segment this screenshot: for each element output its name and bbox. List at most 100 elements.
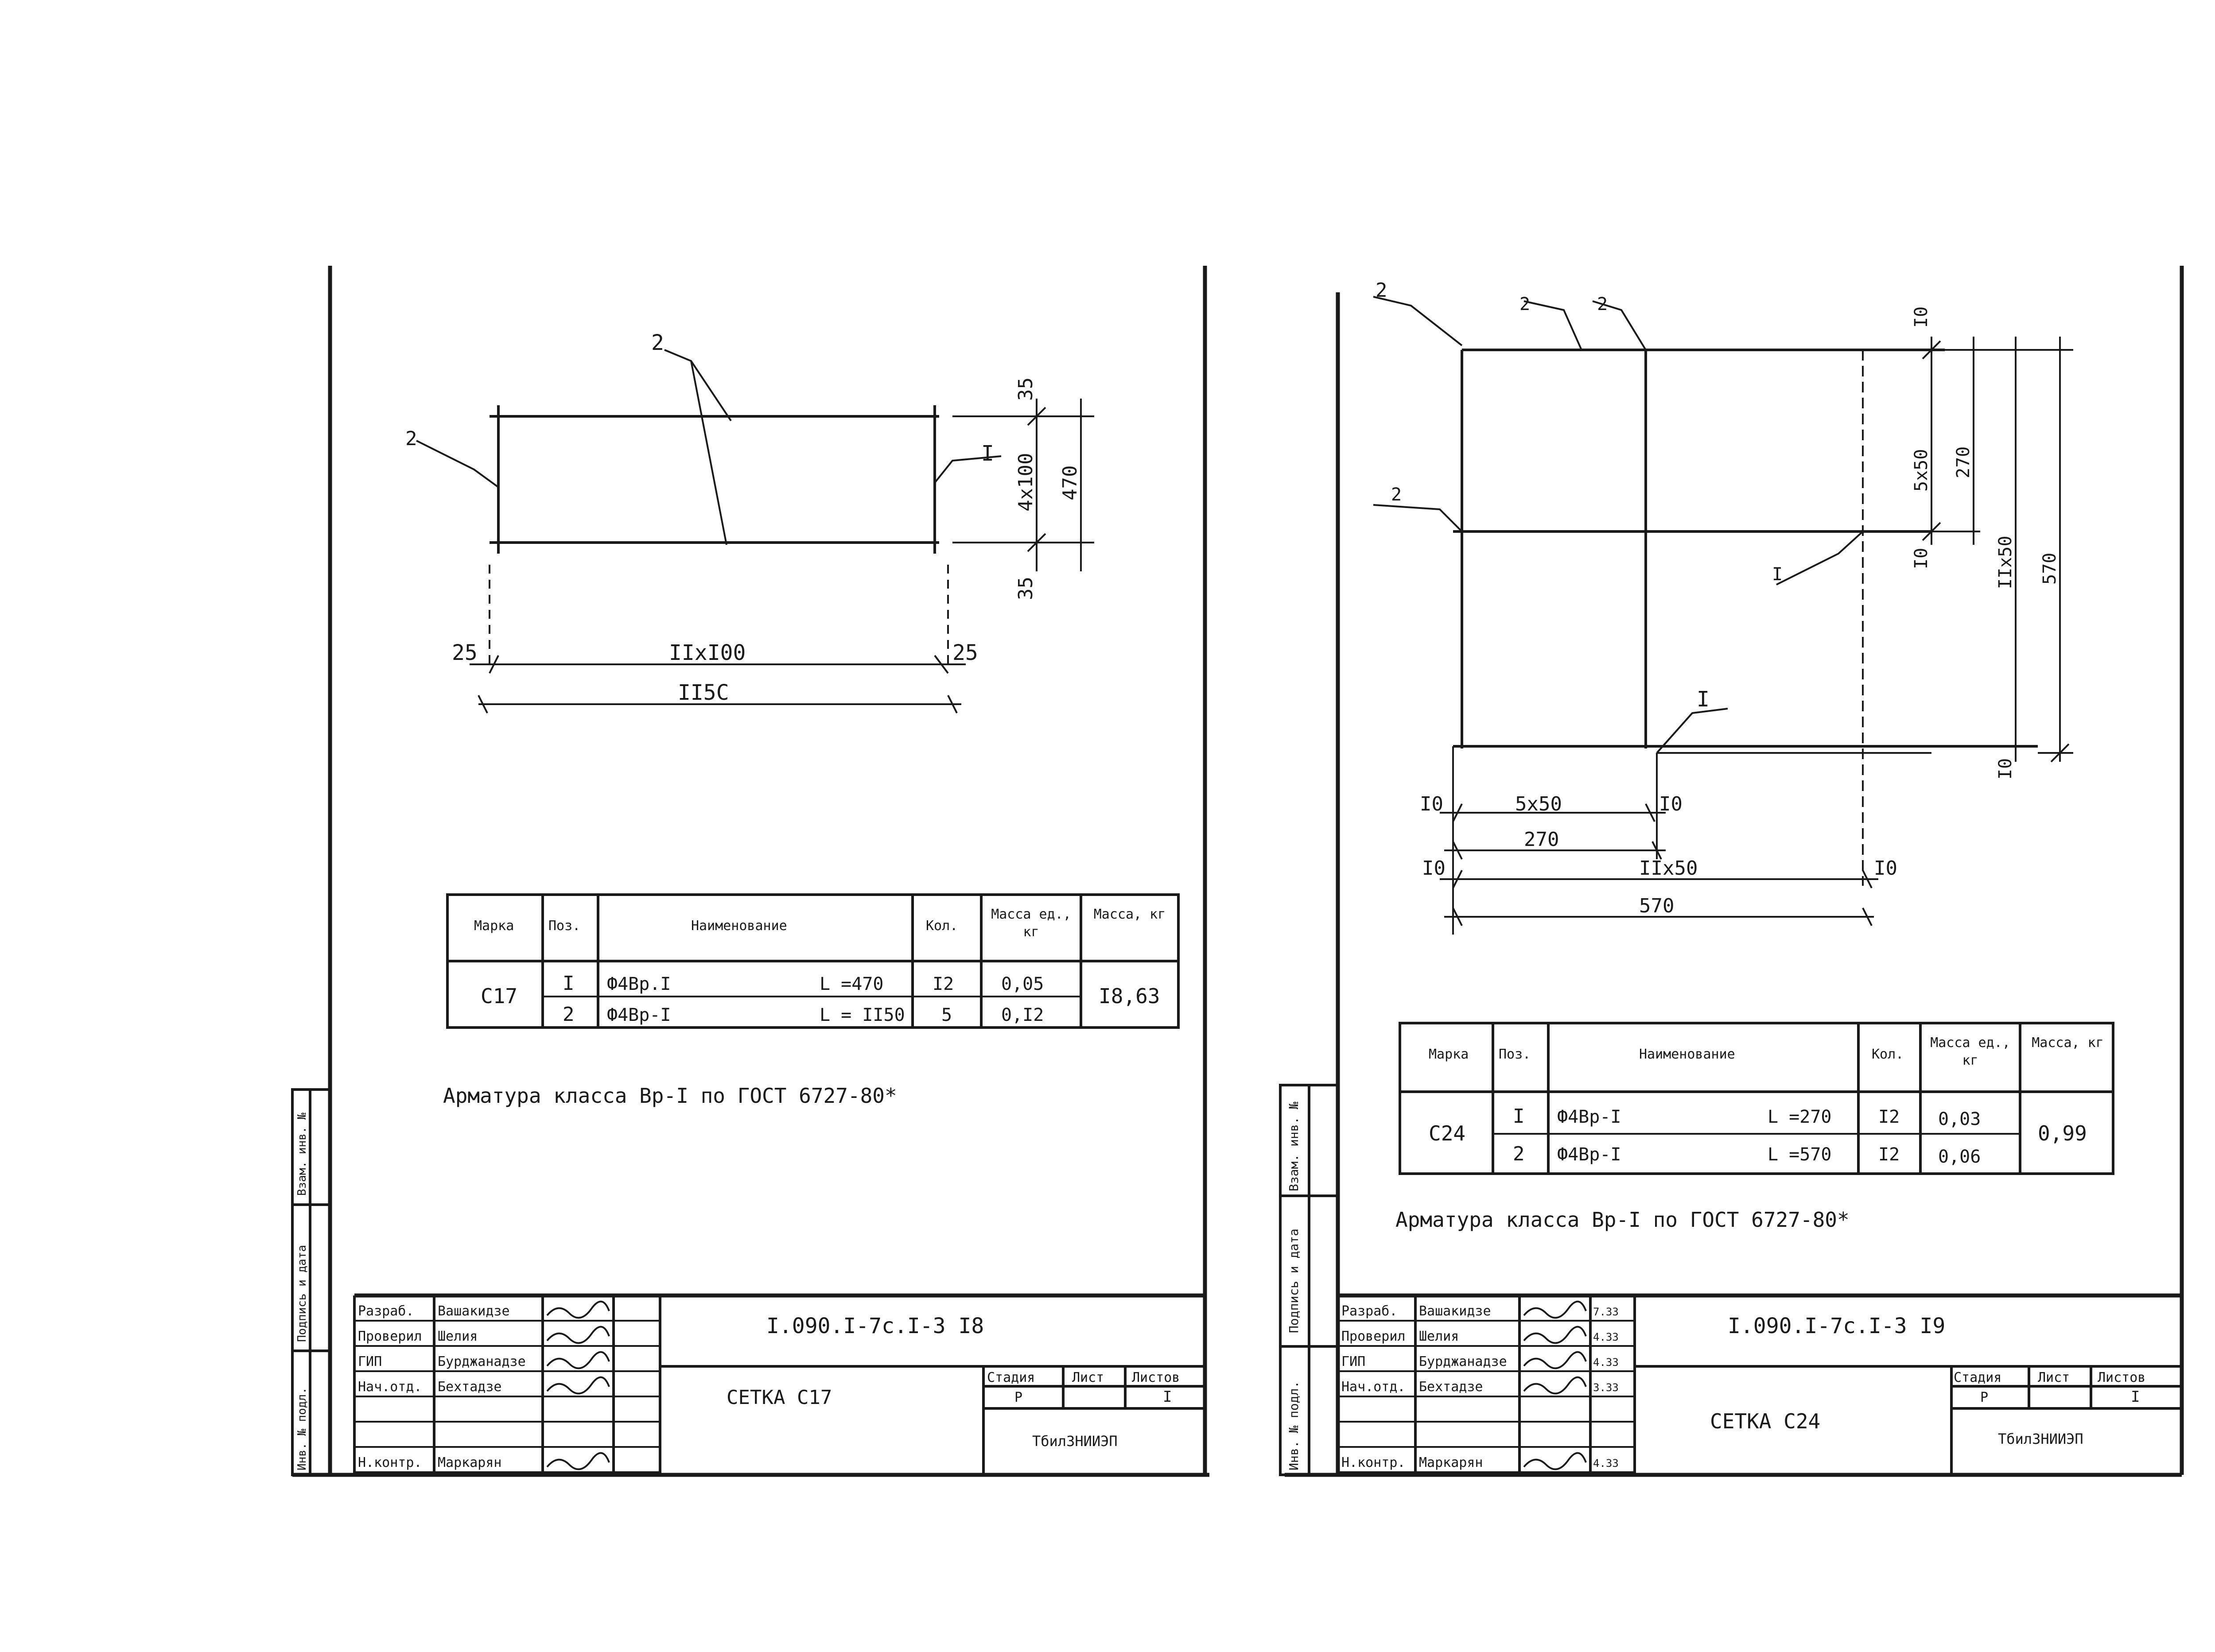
stamp-sheets-header: Листов xyxy=(1132,1370,1180,1385)
row1-len: L =470 xyxy=(820,974,884,994)
dim-c-right-10: I0 xyxy=(1874,857,1897,880)
row2-mass: 0,06 xyxy=(1938,1147,1981,1167)
dim-bottom-35: 35 xyxy=(1014,577,1037,600)
th-qty: Кол. xyxy=(926,918,958,934)
label-pos-b: 2 xyxy=(1519,294,1530,314)
dim-470: 470 xyxy=(1059,465,1081,500)
stamp-name: Бурджанадзе xyxy=(1419,1354,1507,1369)
signature-scribble xyxy=(1523,1300,1587,1319)
stamp-role: Нач.отд. xyxy=(358,1379,422,1395)
dim-bot-10: I0 xyxy=(1995,758,2016,779)
signature-scribble xyxy=(546,1351,610,1369)
stamp-role: Н.контр. xyxy=(1341,1455,1406,1470)
stamp-name: Шелия xyxy=(438,1329,478,1344)
row1-qty: I2 xyxy=(933,974,954,994)
row2-pos: 2 xyxy=(1513,1143,1525,1165)
th-unit-mass: Масса ед., кг xyxy=(1930,1035,2010,1068)
stamp-name: Бурджанадзе xyxy=(438,1354,526,1369)
cell-total-mass: I8,63 xyxy=(1099,984,1160,1008)
label-pos-e: I xyxy=(1772,564,1783,585)
label-pos-d: 2 xyxy=(1391,485,1402,505)
stamp-org: ТбилЗНИИЭП xyxy=(1032,1433,1118,1450)
stamp-role: Нач.отд. xyxy=(1341,1379,1406,1395)
th-name: Наименование xyxy=(1639,1047,1735,1062)
signature-scribble xyxy=(1523,1326,1587,1344)
stamp-date: 3.33 xyxy=(1593,1381,1619,1394)
row2-len: L = II50 xyxy=(820,1005,905,1025)
side-strip: Взам. инв. № Подпись и дата Инв. № подл. xyxy=(1279,1084,1339,1476)
dim-1150: II5C xyxy=(678,680,729,705)
signature-scribble xyxy=(546,1376,610,1395)
dim-b-right-10: I0 xyxy=(1659,793,1683,815)
dim-11x100: IIxI00 xyxy=(669,640,746,665)
dim-top-35: 35 xyxy=(1014,377,1037,401)
signature-scribble xyxy=(1523,1452,1587,1470)
stamp-role: Разраб. xyxy=(358,1303,414,1319)
stamp-title: СЕТКА С17 xyxy=(727,1386,832,1409)
stamp-sheet-header: Лист xyxy=(1072,1370,1104,1385)
dim-570: 570 xyxy=(2040,553,2060,585)
stamp-role: Разраб. xyxy=(1341,1303,1397,1319)
stamp-sheet-header: Лист xyxy=(2038,1370,2070,1385)
label-pos-left: 2 xyxy=(405,427,417,450)
dim-c-570: 570 xyxy=(1639,895,1674,917)
stamp-title: СЕТКА С24 xyxy=(1710,1409,1820,1433)
row1-len: L =270 xyxy=(1768,1107,1832,1127)
label-pos-f: I xyxy=(1697,687,1710,712)
stamp-org: ТбилЗНИИЭП xyxy=(1998,1431,2083,1447)
dim-b-left-10: I0 xyxy=(1420,793,1443,815)
stamp-stage-header: Стадия xyxy=(1954,1370,2001,1385)
th-pos: Поз. xyxy=(1499,1047,1531,1062)
stamp-role: Проверил xyxy=(1341,1329,1406,1344)
side-label-2: Подпись и дата xyxy=(295,1245,309,1342)
side-label-3: Инв. № подл. xyxy=(295,1387,309,1470)
stamp-stage: Р xyxy=(1014,1390,1022,1405)
stamp-role: ГИП xyxy=(358,1354,382,1369)
row1-name: Ф4Вр-I xyxy=(1557,1107,1621,1127)
cell-total-mass: 0,99 xyxy=(2038,1121,2087,1145)
label-pos-c: 2 xyxy=(1597,294,1608,314)
dim-4x100: 4x100 xyxy=(1014,453,1037,512)
row1-pos: I xyxy=(1513,1105,1525,1128)
stamp-stage-header: Стадия xyxy=(987,1370,1035,1385)
stamp-name: Вашакидзе xyxy=(1419,1303,1491,1319)
stamp-role: ГИП xyxy=(1341,1354,1365,1369)
side-label-3: Инв. № подл. xyxy=(1286,1381,1301,1470)
dim-11x50: IIx50 xyxy=(1995,536,2016,589)
row2-qty: I2 xyxy=(1878,1144,1900,1165)
label-pos2: 2 xyxy=(651,330,664,355)
th-name: Наименование xyxy=(691,918,787,934)
th-total-mass: Масса, кг xyxy=(1093,907,1166,922)
row2-qty: 5 xyxy=(941,1005,952,1025)
dim-b-270: 270 xyxy=(1524,828,1559,851)
label-pos-a: 2 xyxy=(1376,279,1387,302)
th-mark: Марка xyxy=(474,918,514,934)
signature-scribble xyxy=(546,1326,610,1344)
cell-mark: С24 xyxy=(1429,1121,1465,1145)
th-total-mass: Масса, кг xyxy=(2032,1035,2104,1051)
row2-name: Ф4Вр-I xyxy=(1557,1144,1621,1165)
th-unit-mass: Масса ед., кг xyxy=(991,907,1071,940)
dim-5x50: 5x50 xyxy=(1911,449,1931,492)
row2-len: L =570 xyxy=(1768,1144,1832,1165)
dim-mid-10: I0 xyxy=(1911,548,1931,569)
stamp-sheets: I xyxy=(2131,1388,2140,1406)
mesh-c17-drawing: 2 I 2 35 4x100 470 35 25 xyxy=(405,330,1094,714)
stamp-date: 7.33 xyxy=(1593,1306,1619,1318)
stamp-stage: Р xyxy=(1980,1390,1988,1405)
stamp-name: Шелия xyxy=(1419,1329,1459,1344)
row2-pos: 2 xyxy=(563,1003,575,1026)
label-pos1: I xyxy=(981,441,994,466)
side-label-2: Подпись и дата xyxy=(1286,1229,1301,1333)
dim-b-5x50: 5x50 xyxy=(1515,793,1562,815)
dim-top-10: I0 xyxy=(1911,306,1931,328)
dim-right-25: 25 xyxy=(952,640,978,665)
row2-name: Ф4Вр-I xyxy=(607,1005,671,1025)
th-qty: Кол. xyxy=(1872,1047,1904,1062)
stamp-role: Н.контр. xyxy=(358,1455,422,1470)
stamp-sheets-header: Листов xyxy=(2098,1370,2145,1385)
sheet-c24: 2 2 2 2 I I I0 5x50 270 I0 xyxy=(1279,266,2184,1477)
